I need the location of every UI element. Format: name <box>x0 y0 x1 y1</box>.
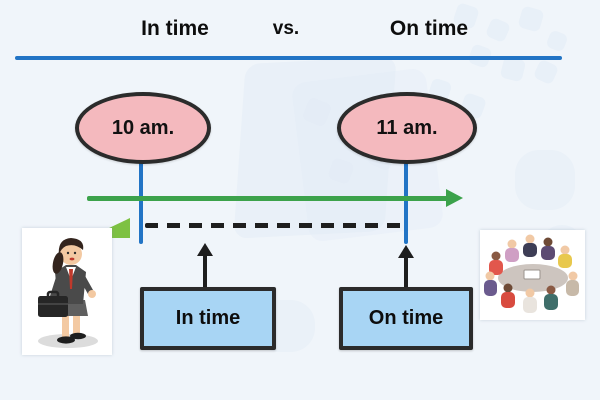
page-title-vs: vs. <box>272 18 300 39</box>
on-time-box-label: On time <box>368 307 444 329</box>
page-title-in-time: In time <box>141 17 209 40</box>
start-marker-line <box>139 160 143 244</box>
timeline-arrow-shaft <box>87 196 448 201</box>
end-time-ellipse: 11 am. <box>337 92 477 164</box>
page-title-on-time: On time <box>389 17 469 40</box>
header-divider-line <box>15 56 562 60</box>
watermark-shape <box>545 29 569 53</box>
in-time-pointer-stem <box>203 254 207 288</box>
meeting-image <box>480 230 585 320</box>
end-marker-line <box>404 162 408 244</box>
on-time-pointer-stem <box>404 256 408 288</box>
duration-dashed-line <box>145 223 403 228</box>
on-time-pointer-arrowhead <box>398 245 414 258</box>
on-time-box: On time <box>339 287 473 350</box>
watermark-shape <box>517 5 545 33</box>
businesswoman-illustration <box>38 238 98 348</box>
watermark-shape <box>532 58 560 86</box>
in-time-pointer-arrowhead <box>197 243 213 256</box>
timeline-arrowhead-icon <box>446 189 463 207</box>
in-time-box: In time <box>140 287 276 350</box>
watermark-shape <box>515 150 575 210</box>
team-meeting-illustration <box>484 234 579 313</box>
start-time-ellipse: 10 am. <box>75 92 211 164</box>
in-time-box-label: In time <box>175 307 241 329</box>
start-time-label: 10 am. <box>111 116 175 139</box>
businesswoman-image <box>22 228 112 355</box>
end-time-label: 11 am. <box>376 116 438 139</box>
